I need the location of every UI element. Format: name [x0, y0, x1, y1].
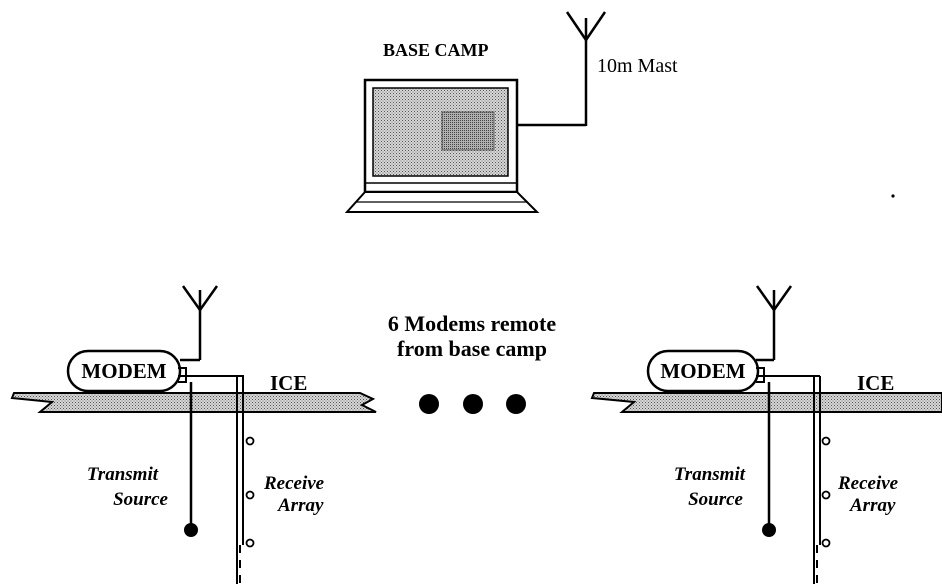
- right-station: MODEM ICE Transmit Source Receive Array: [590, 285, 942, 584]
- left-tx-label-1: Transmit: [87, 464, 159, 485]
- right-rx-label-1: Receive: [837, 473, 899, 494]
- left-modem-box: [66, 349, 182, 393]
- left-station: MODEM ICE Transmit Source Receive Array: [10, 285, 377, 584]
- right-modem-box: [646, 349, 760, 393]
- left-ice-label: ICE: [270, 371, 307, 395]
- right-tx-label-2: Source: [688, 489, 743, 510]
- left-hydrophones: [245, 436, 255, 548]
- right-hydrophones: [821, 436, 831, 548]
- right-rx-label-2: Array: [849, 495, 896, 516]
- mast-label: 10m Mast: [597, 55, 678, 77]
- left-ice-sheet: [10, 392, 377, 413]
- right-ice-sheet: [590, 392, 942, 413]
- left-rx-label-1: Receive: [263, 473, 325, 494]
- right-tx-label-1: Transmit: [674, 464, 746, 485]
- modems-label-line1: 6 Modems remote: [388, 311, 556, 336]
- right-ice-label: ICE: [857, 371, 894, 395]
- left-tx-label-2: Source: [113, 489, 168, 510]
- right-tx-source: [762, 523, 776, 537]
- computer-icon: [344, 78, 540, 213]
- mast-antenna-icon: [565, 11, 607, 126]
- stray-dot: [891, 194, 895, 198]
- ellipsis-dots: [419, 394, 526, 414]
- base-camp: BASE CAMP 10m Mast: [344, 11, 678, 213]
- right-antenna-icon: [755, 285, 793, 362]
- left-modem-label: MODEM: [81, 359, 166, 383]
- left-rx-label-2: Array: [277, 495, 324, 516]
- right-modem-label: MODEM: [660, 359, 745, 383]
- left-tx-source: [184, 523, 198, 537]
- base-camp-label: BASE CAMP: [383, 40, 489, 60]
- modems-label-line2: from base camp: [397, 336, 547, 361]
- left-antenna-icon: [180, 285, 219, 362]
